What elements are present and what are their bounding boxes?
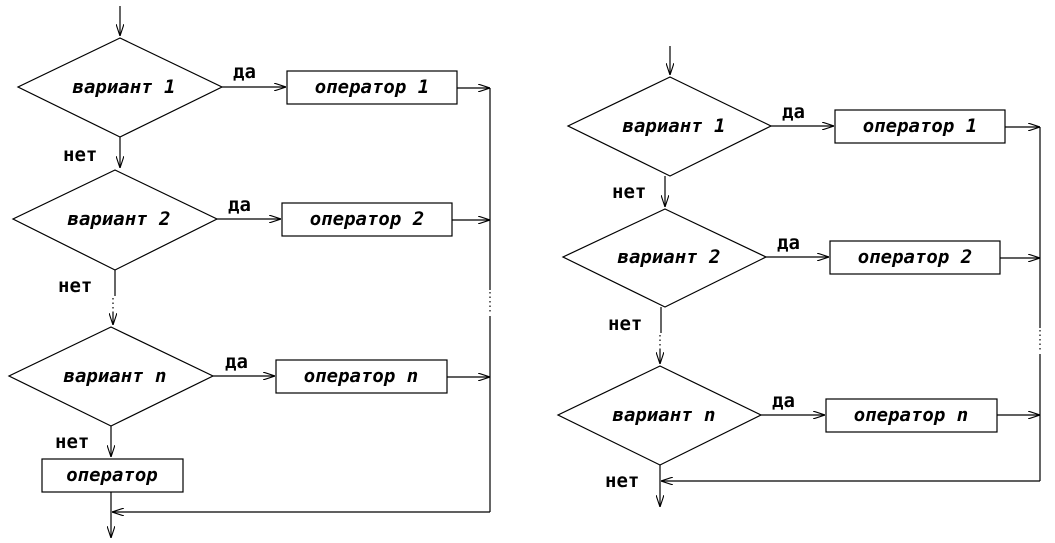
no-label: нет (63, 144, 97, 166)
process-operator-1: оператор 1 (834, 109, 1006, 144)
no-label: нет (58, 275, 92, 297)
no-label: нет (55, 431, 89, 453)
yes-label: да (233, 61, 256, 83)
yes-label: да (225, 351, 248, 373)
left-flowchart: вариант 1 да оператор 1 нет вариант 2 да… (7, 6, 491, 538)
decision-label: вариант 2 (68, 208, 171, 230)
process-label: оператор 2 (310, 208, 424, 230)
decision-variant-2: вариант 2 (11, 169, 219, 271)
decision-label: вариант 2 (618, 246, 721, 268)
process-label: оператор n (304, 365, 418, 387)
process-operator-1: оператор 1 (286, 70, 458, 105)
yes-label: да (777, 232, 800, 254)
process-label: оператор 1 (863, 115, 977, 137)
yes-label: да (772, 390, 795, 412)
decision-label: вариант n (613, 404, 716, 426)
decision-variant-1: вариант 1 (16, 37, 224, 138)
process-operator-2: оператор 2 (281, 202, 453, 237)
yes-label: да (782, 101, 805, 123)
decision-label: вариант 1 (73, 76, 176, 98)
decision-label: вариант n (64, 365, 167, 387)
decision-variant-n: вариант n (7, 326, 215, 427)
process-label: оператор (66, 464, 158, 486)
process-operator-n: оператор n (275, 359, 448, 394)
decision-variant-1: вариант 1 (566, 76, 773, 177)
decision-variant-n: вариант n (556, 365, 763, 466)
process-label: оператор 2 (858, 246, 972, 268)
yes-label: да (228, 194, 251, 216)
no-label: нет (605, 470, 639, 492)
process-operator-default: оператор (41, 458, 184, 493)
process-label: оператор 1 (315, 76, 429, 98)
decision-variant-2: вариант 2 (561, 208, 768, 308)
process-label: оператор n (854, 404, 968, 426)
right-flowchart: вариант 1 да оператор 1 нет вариант 2 да… (556, 46, 1041, 507)
process-operator-2: оператор 2 (829, 240, 1001, 275)
decision-label: вариант 1 (623, 115, 726, 137)
process-operator-n: оператор n (825, 398, 998, 433)
no-label: нет (608, 313, 642, 335)
no-label: нет (612, 181, 646, 203)
